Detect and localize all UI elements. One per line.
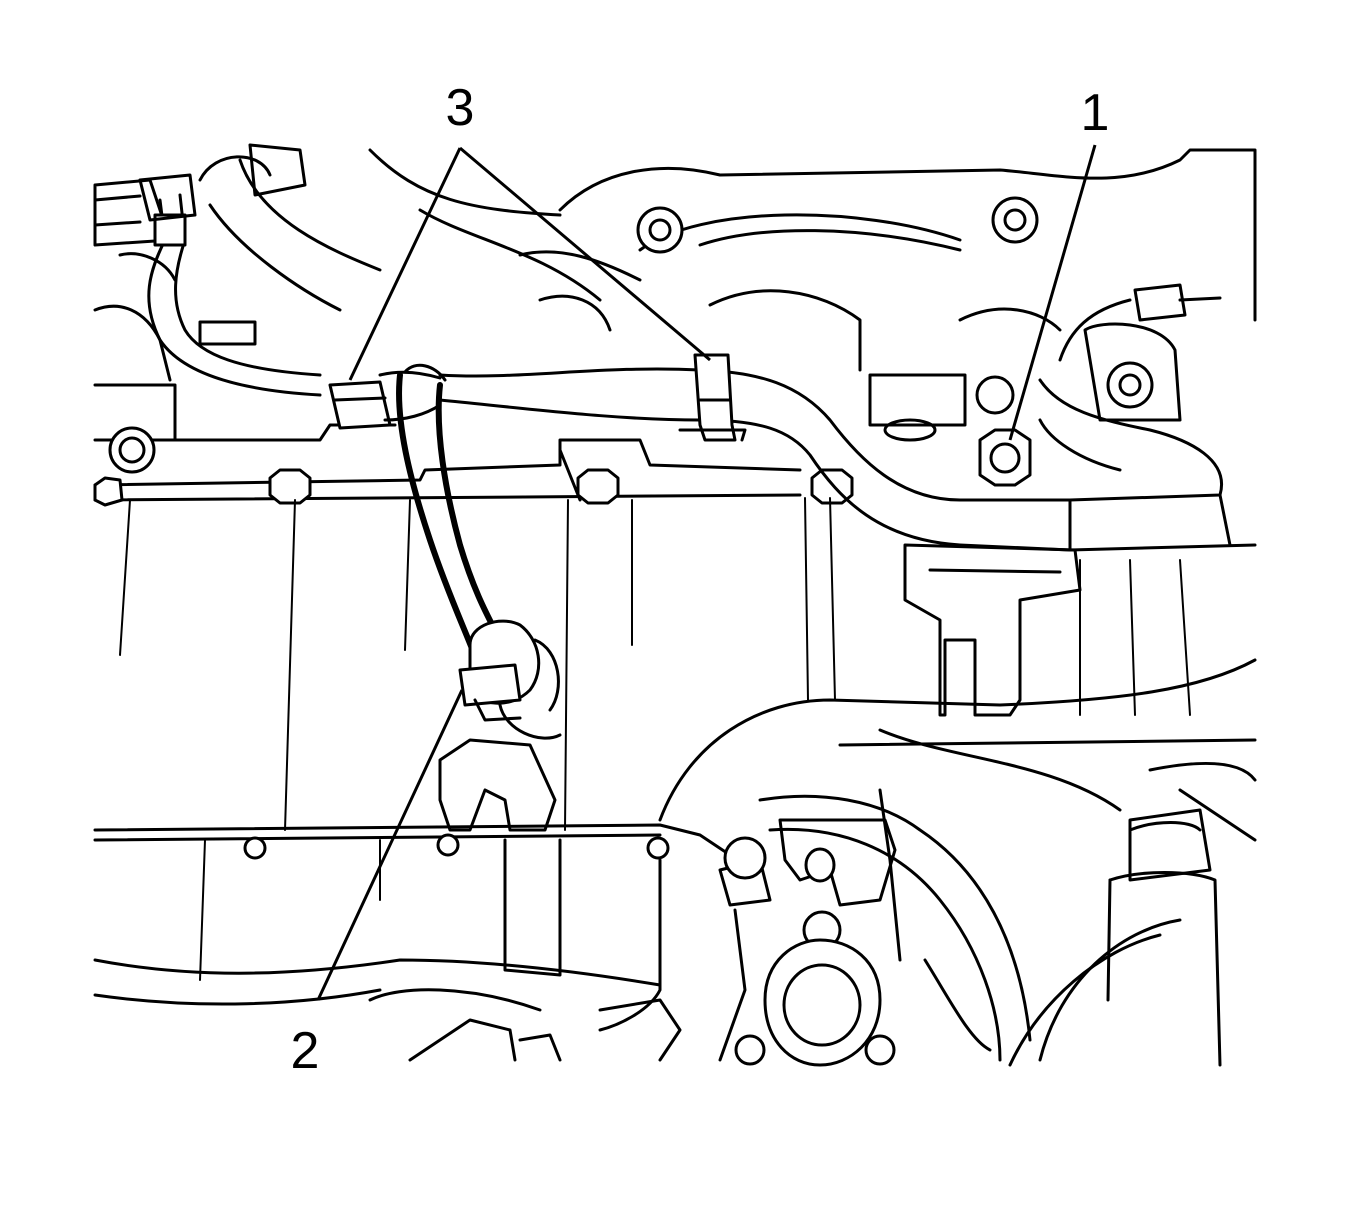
- main-vent-hose: [438, 283, 1257, 552]
- leader-3a: [348, 147, 462, 381]
- rail-nuts: [93, 468, 854, 507]
- engine-block: [93, 143, 1257, 1067]
- leader-3b: [459, 146, 711, 362]
- callout-label-3: 3: [446, 79, 475, 137]
- hose-2: [396, 363, 562, 740]
- leader-2: [316, 689, 464, 1001]
- callout-label-1: 1: [1081, 84, 1110, 142]
- callout-leaders: [316, 144, 1097, 1001]
- upper-left-hose: [138, 155, 382, 397]
- bolt-1: [978, 428, 1032, 487]
- callout-labels: 1 3 2: [291, 79, 1110, 1080]
- hose-connector-3: [328, 370, 442, 430]
- leader-1: [1008, 144, 1097, 441]
- callout-label-2: 2: [291, 1022, 320, 1080]
